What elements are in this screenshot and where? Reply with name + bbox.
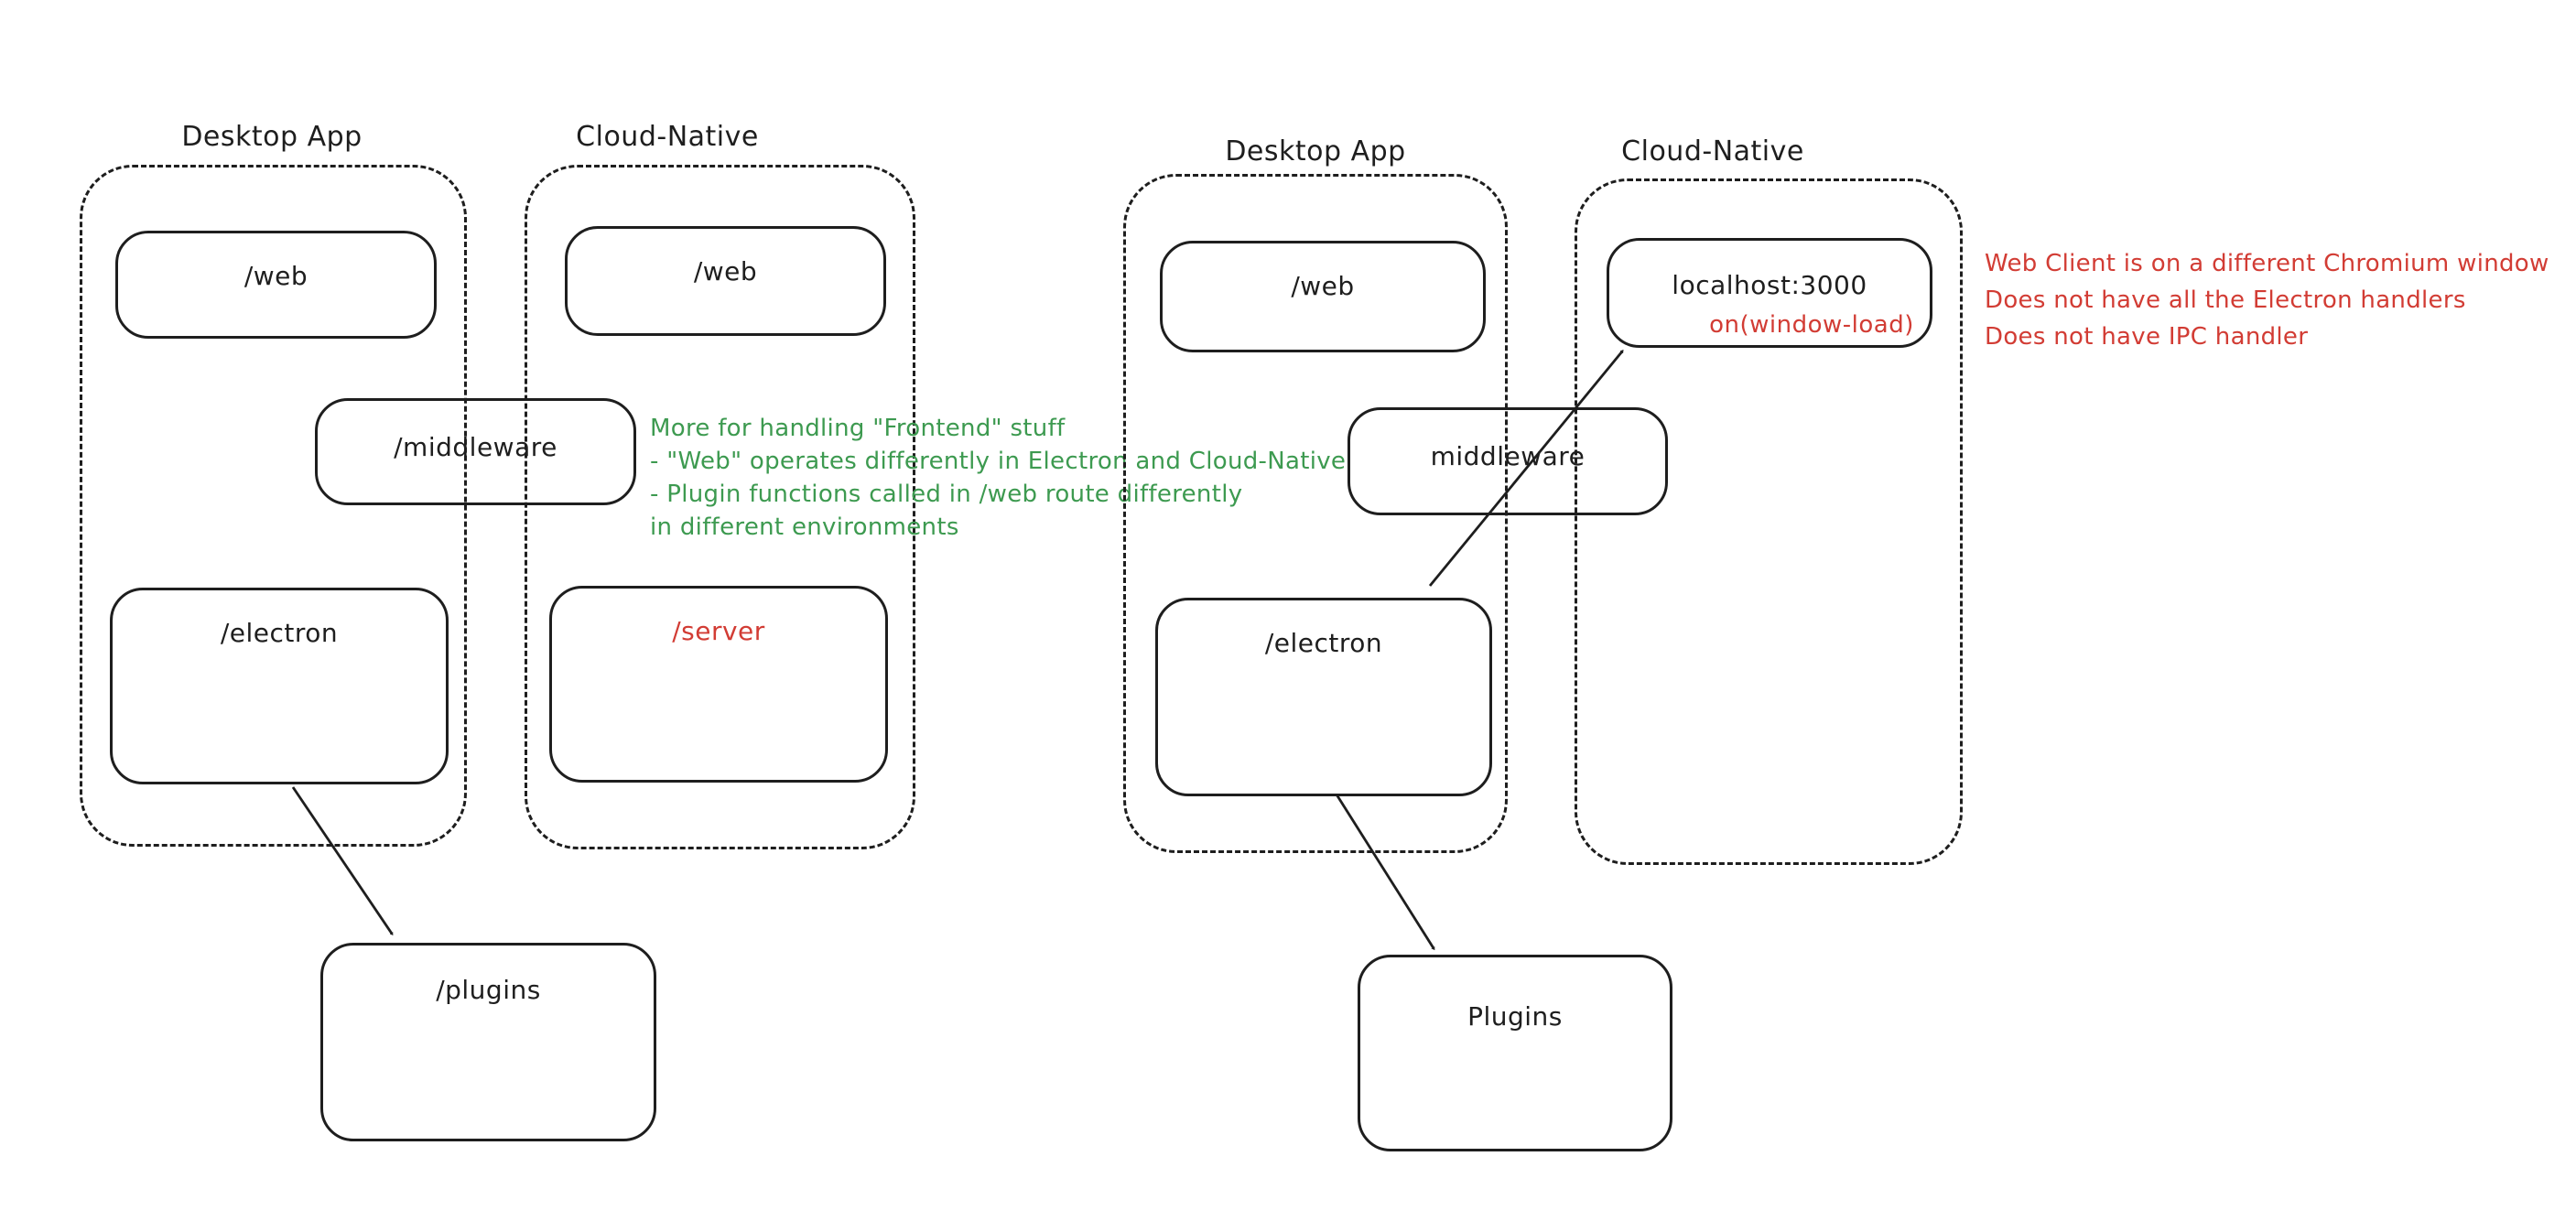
- box-label: /electron: [220, 618, 339, 648]
- localhost-title: localhost:3000: [1672, 269, 1867, 300]
- note-line: in different environments: [650, 513, 959, 541]
- left-middleware-box: /middleware: [315, 398, 636, 505]
- right-plugins-box: Plugins: [1358, 955, 1672, 1151]
- box-label: Plugins: [1467, 1001, 1563, 1032]
- left-server-box: /server: [549, 586, 888, 783]
- left-desktop-web-box: /web: [115, 231, 437, 339]
- left-cloud-native-label: Cloud-Native: [576, 121, 759, 153]
- right-cloud-native-label: Cloud-Native: [1621, 135, 1804, 168]
- right-red-annotation: Web Client is on a different Chromium wi…: [1985, 245, 2549, 355]
- note-line: Does not have IPC handler: [1985, 323, 2309, 351]
- left-desktop-app-label: Desktop App: [181, 121, 363, 153]
- box-label: /web: [1291, 271, 1355, 301]
- right-localhost-box: localhost:3000 on(window-load): [1607, 238, 1932, 348]
- left-plugins-box: /plugins: [320, 943, 656, 1141]
- box-label: /web: [244, 261, 308, 291]
- right-web-box: /web: [1160, 241, 1486, 352]
- note-line: - "Web" operates differently in Electron…: [650, 448, 1347, 475]
- note-line: Does not have all the Electron handlers: [1985, 286, 2466, 314]
- left-desktop-app-container: [80, 165, 467, 847]
- right-desktop-app-label: Desktop App: [1225, 135, 1406, 168]
- left-cloud-web-box: /web: [565, 226, 886, 336]
- left-electron-box: /electron: [110, 588, 449, 784]
- note-line: More for handling "Frontend" stuff: [650, 415, 1066, 442]
- localhost-window-load-event: on(window-load): [1709, 310, 1914, 339]
- left-green-annotation: More for handling "Frontend" stuff - "We…: [650, 412, 1346, 544]
- left-cloud-native-container: [525, 165, 915, 849]
- box-label: /electron: [1264, 628, 1383, 658]
- right-electron-box: /electron: [1155, 598, 1492, 796]
- box-label: /server: [672, 616, 765, 646]
- right-middleware-box: middleware: [1348, 407, 1668, 515]
- note-line: Web Client is on a different Chromium wi…: [1985, 250, 2549, 277]
- box-label: /web: [693, 256, 758, 286]
- note-line: - Plugin functions called in /web route …: [650, 481, 1243, 508]
- box-label: middleware: [1430, 441, 1586, 471]
- box-label: /middleware: [394, 432, 557, 462]
- box-label: /plugins: [436, 975, 541, 1005]
